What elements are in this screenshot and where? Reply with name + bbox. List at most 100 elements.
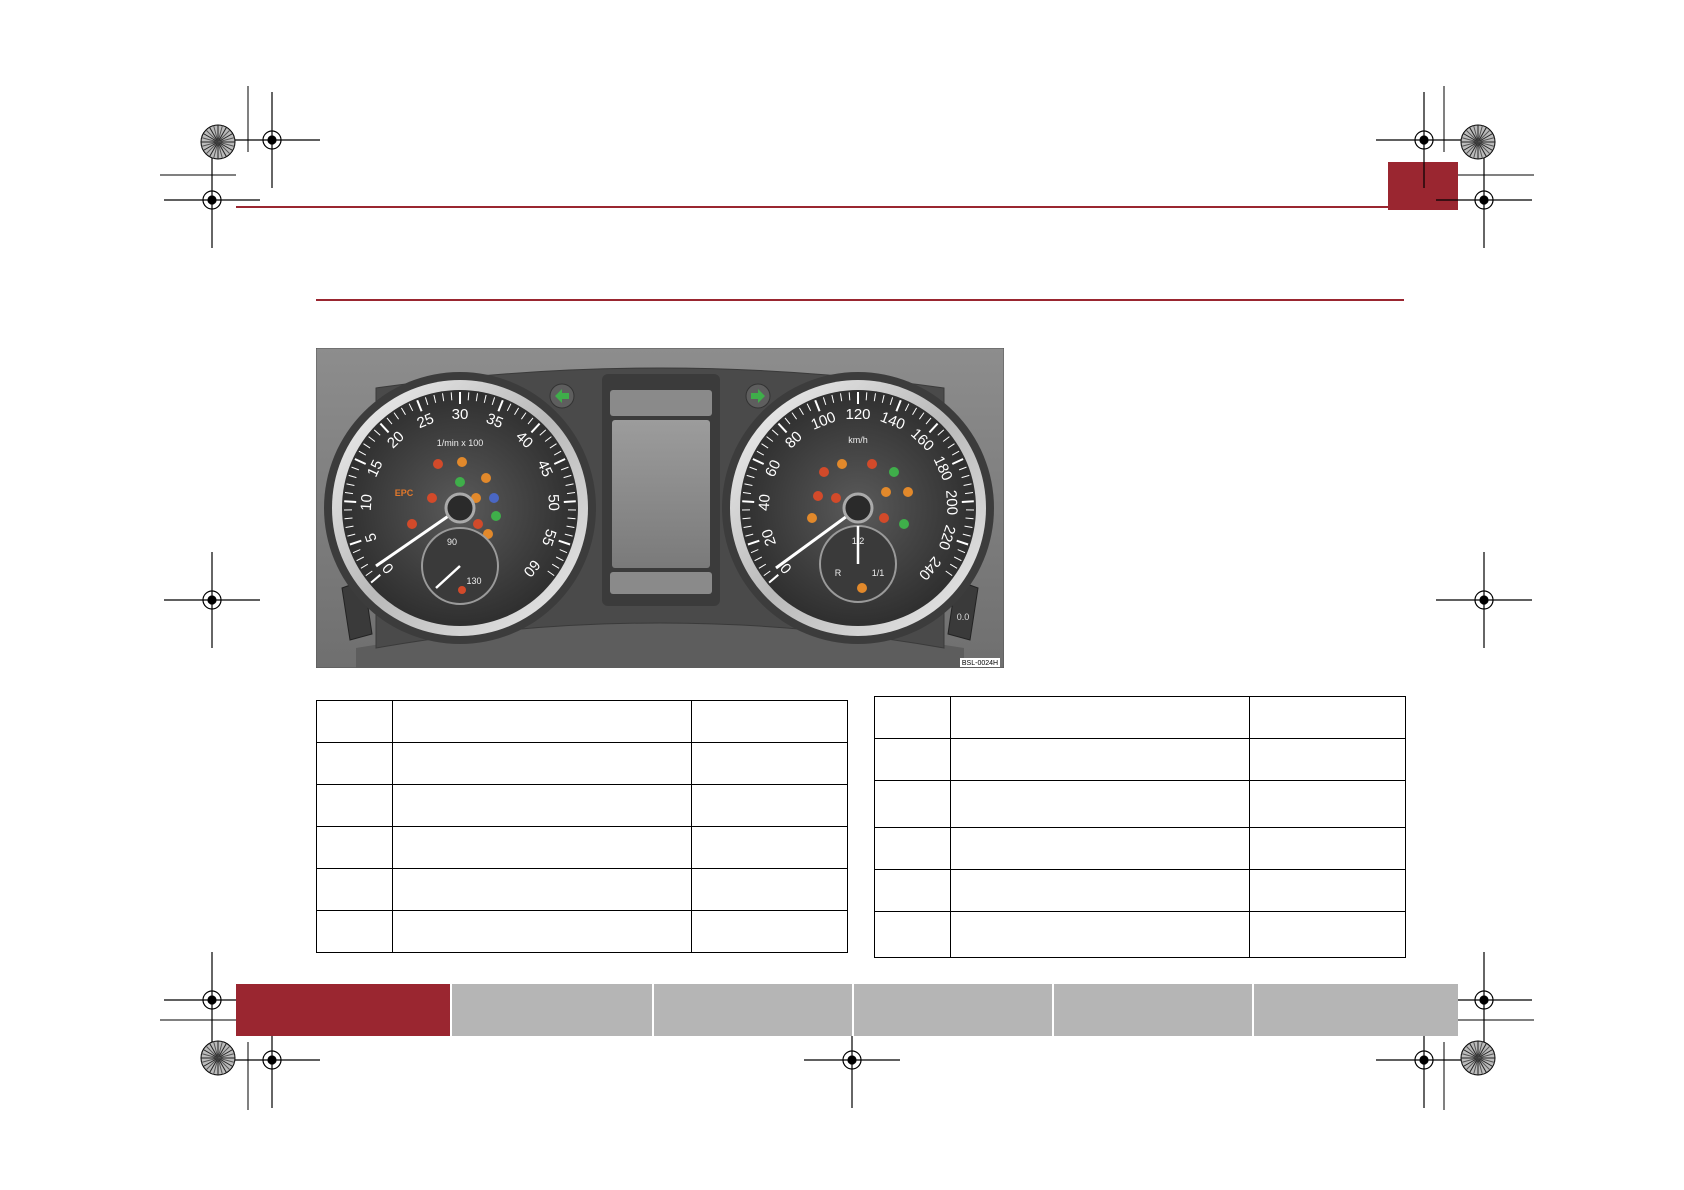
tach-tick-tick [558,539,571,546]
speed-tick-tick [928,422,939,434]
table-row [315,910,848,953]
tach-tick-tick [483,394,487,403]
speed-tick-tick [925,417,932,425]
temp-tick-90: 90 [447,537,457,547]
table-row [873,780,1406,828]
table-cell [691,700,848,743]
nav-segment-6[interactable] [1252,984,1458,1036]
table-cell [950,780,1251,828]
table-row [873,738,1406,781]
table-cell [392,784,693,827]
table-row [873,827,1406,870]
nav-segment-2[interactable] [450,984,652,1036]
speed-tick-tick [749,466,758,471]
trip-reset-label: 0.0 [957,612,970,622]
table-cell [1249,911,1406,958]
tach-tick-label: 10 [358,494,376,512]
speed-tick-label: 120 [845,406,870,423]
legend-table-left [315,700,848,953]
speed-tick-label: 220 [935,523,959,552]
brake-wear-icon [879,513,889,523]
trailer-icon [899,519,909,529]
nav-segment-5[interactable] [1052,984,1252,1036]
table-cell [691,868,848,911]
tach-tick-tick [358,450,367,456]
speed-tick-tick [964,492,974,495]
tach-tick-tick [563,474,572,479]
speed-tick-tick [831,394,835,403]
table-cell [315,826,394,869]
table-cell [392,700,693,743]
tach-tick-tick [506,403,512,412]
tach-tick-tick [393,412,400,420]
sun-icon [457,457,467,467]
speed-tick-tick [777,422,788,434]
speed-tick-tick [942,436,950,442]
table-cell [950,827,1251,870]
speed-tick-tick [791,412,798,420]
table-cell [873,827,952,870]
section-rule [316,299,1404,301]
speed-tick-tick [918,412,925,420]
table-cell [392,742,693,785]
tach-tick-tick [560,466,569,471]
tach-tick-tick [344,492,354,495]
tach-tick-tick [351,466,360,471]
table-cell [1249,738,1406,781]
tach-tick-tick [349,539,362,546]
tach-tick-label: 25 [415,410,437,432]
speed-tick-tick [873,393,876,402]
tach-tick-label: 35 [484,410,506,432]
nav-segment-4[interactable] [852,984,1052,1036]
tach-tick-tick [559,549,568,554]
speed-tick-tick [742,517,751,520]
tach-tick-tick [553,458,566,465]
speed-tick-tick [743,525,752,528]
airbag-icon [813,491,823,501]
tyre-pressure-icon [903,487,913,497]
tach-tick-tick [347,533,356,537]
nav-segment-3[interactable] [652,984,852,1036]
fuel-tick-reserve: R [835,568,842,578]
speed-tick-tick [848,392,851,401]
tach-tick-tick [346,483,355,486]
tach-tick-label: 50 [544,494,562,512]
nav-segment-1[interactable] [236,984,450,1036]
rear-fog-icon [481,473,491,483]
coolant-level-icon [831,493,841,503]
tach-tick-tick [567,517,576,520]
table-row [315,700,848,743]
speed-tick-tick [889,397,894,406]
table-row [315,742,848,785]
table-row [315,784,848,827]
speed-tick-tick [881,394,885,403]
table-cell [691,910,848,953]
steering-icon [473,519,483,529]
table-cell [315,742,394,785]
speed-tick-tick [865,392,868,401]
chapter-tab [1388,162,1458,210]
battery-icon [427,493,437,503]
tach-tick-tick [539,429,547,436]
table-cell [873,869,952,912]
tach-tick-tick [527,417,534,425]
door-icon [867,459,877,469]
tach-tick-tick [547,570,555,577]
table-cell [950,696,1251,739]
speed-tick-tick [895,399,902,412]
table-cell [691,784,848,827]
tach-tick-tick [566,492,576,495]
seatbelt-rear-icon [807,513,817,523]
figure-code: BSL-0024H [962,660,998,667]
table-cell [392,910,693,953]
tach-tick-tick [373,429,381,436]
tach-tick-tick [348,474,357,479]
table-row [315,868,848,911]
speed-tick-tick [949,563,958,569]
tach-tick-tick [555,556,564,562]
tach-tick-tick [565,483,574,486]
tach-tick-tick [491,397,496,406]
high-beam-icon [489,493,499,503]
tach-tick-tick [467,392,470,401]
